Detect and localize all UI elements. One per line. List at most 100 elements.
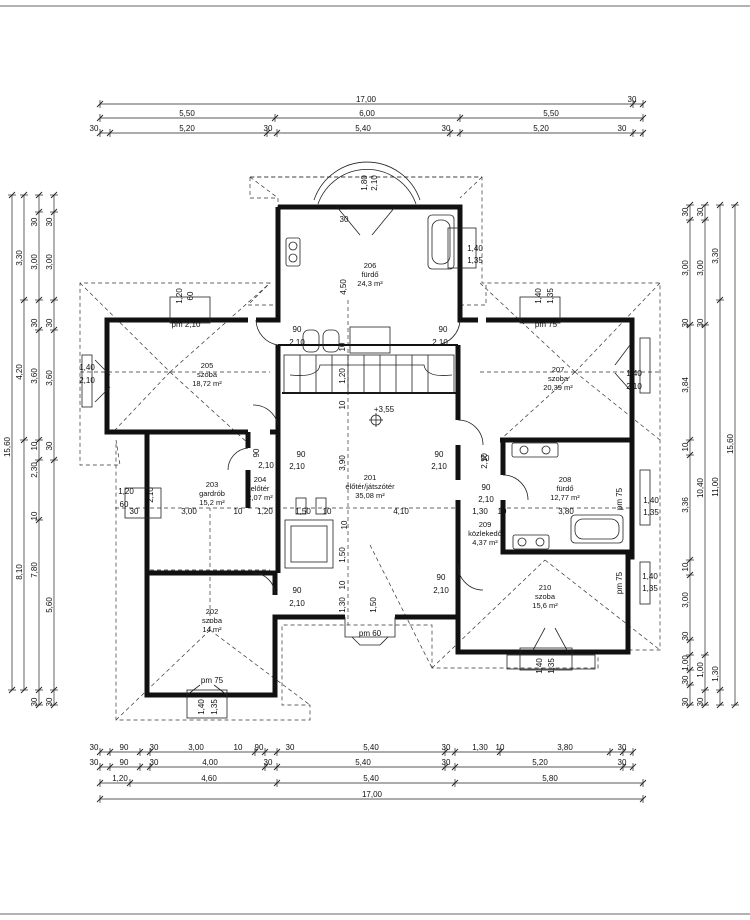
room-name: fürdő <box>556 484 573 493</box>
dimension-label: 15,60 <box>3 436 12 457</box>
plan-annotation: 1,35 <box>643 508 659 517</box>
plan-annotation: 1,30 <box>472 507 488 516</box>
dimension-label: 10,40 <box>696 477 705 498</box>
plan-annotation: 2,10 <box>433 586 449 595</box>
plan-annotation: 10 <box>234 507 243 516</box>
dimension-label: 10 <box>234 743 243 752</box>
plan-annotation: 90 <box>439 325 448 334</box>
plan-annotation: 1,50 <box>295 507 311 516</box>
dimension-label: 30 <box>442 758 451 767</box>
dimension-label: 5,20 <box>532 758 548 767</box>
dimension-label: 4,20 <box>15 364 24 380</box>
room-number: 203 <box>206 480 219 489</box>
left-dimension-row-1: 3,304,208,10 <box>15 191 28 694</box>
dimension-label: 5,20 <box>533 124 549 133</box>
dimension-label: 90 <box>120 758 129 767</box>
room-name: szoba <box>548 374 569 383</box>
dimension-label: 3,80 <box>557 743 573 752</box>
plan-annotation: 1,20 <box>338 368 347 384</box>
plan-annotation: 2,10 <box>626 382 642 391</box>
room-number: 209 <box>479 520 492 529</box>
dimension-label: 5,50 <box>179 109 195 118</box>
plan-annotation: 2,10 <box>289 462 305 471</box>
dimension-label: 30 <box>618 124 627 133</box>
plan-annotation: 90 <box>481 454 490 463</box>
dimension-label: 30 <box>618 758 627 767</box>
plan-annotation: 10 <box>498 507 507 516</box>
dimension-label: 1,20 <box>112 774 128 783</box>
dimension-label: 3,00 <box>188 743 204 752</box>
plan-annotation: 3,80 <box>558 507 574 516</box>
plan-annotation: 3,90 <box>338 455 347 471</box>
dimension-label: 30 <box>45 441 54 450</box>
dimension-label: 10 <box>496 743 505 752</box>
plan-annotation: 1,35 <box>547 658 556 674</box>
dimension-label: 30 <box>681 675 690 684</box>
dimension-label: 30 <box>442 743 451 752</box>
plan-annotation: 90 <box>293 325 302 334</box>
dimension-label: 30 <box>264 758 273 767</box>
dimension-label: 15,60 <box>726 433 735 454</box>
plan-annotation: 2,10 <box>431 462 447 471</box>
dimension-label: 30 <box>90 124 99 133</box>
plan-annotation: 1,40 <box>535 658 544 674</box>
dimension-label: 30 <box>681 697 690 706</box>
dimension-label: 30 <box>286 743 295 752</box>
plan-annotation: 1,40 <box>79 363 95 372</box>
plan-annotation: pm 2,10 <box>172 320 201 329</box>
room-number: 208 <box>559 475 572 484</box>
dimension-label: 5,40 <box>355 124 371 133</box>
dimension-label: 30 <box>45 217 54 226</box>
plan-annotation: 1,40 <box>197 699 206 715</box>
dimension-label: 90 <box>255 743 264 752</box>
dimension-label: 3,84 <box>681 377 690 393</box>
plan-annotation: 1,40 <box>534 288 543 304</box>
room-area: 2,07 m² <box>247 493 273 502</box>
room-name: szoba <box>202 616 223 625</box>
dimension-label: 3,00 <box>696 260 705 276</box>
plan-annotation: 90 <box>293 586 302 595</box>
room-area: 15,2 m² <box>199 498 225 507</box>
dimension-label: 30 <box>681 207 690 216</box>
plan-annotation: pm 75 <box>615 487 624 510</box>
balcony-arc-inner <box>317 169 417 205</box>
plan-annotation: 1,35 <box>642 584 658 593</box>
plan-annotation: 90 <box>437 573 446 582</box>
plan-annotation: 2,10 <box>432 338 448 347</box>
left-dimension-row-0: 15,60 <box>3 191 16 694</box>
room-area: 14 m² <box>202 625 222 634</box>
dimension-label: 30 <box>681 631 690 640</box>
dimension-label: 10 <box>681 562 690 571</box>
plan-annotation: 4,50 <box>339 279 348 295</box>
staircase <box>283 326 455 394</box>
dimension-label: 3,30 <box>711 248 720 264</box>
level-marker <box>369 413 383 427</box>
dimension-label: 5,40 <box>363 743 379 752</box>
dimension-label: 30 <box>696 207 705 216</box>
plan-annotation: 1,40 <box>642 572 658 581</box>
dimension-label: 3,36 <box>681 497 690 513</box>
plan-annotation: 2,10 <box>146 487 155 503</box>
plan-annotation: 90 <box>252 448 261 457</box>
dimension-label: 3,00 <box>45 254 54 270</box>
plan-annotation: 3,00 <box>181 507 197 516</box>
plan-annotation: 10 <box>338 342 347 351</box>
room-area: 18,72 m² <box>192 379 222 388</box>
dimension-label: 5,80 <box>542 774 558 783</box>
dimension-label: 1,00 <box>696 662 705 678</box>
dimension-label: 6,00 <box>359 109 375 118</box>
plan-annotation: 60 <box>120 500 129 509</box>
